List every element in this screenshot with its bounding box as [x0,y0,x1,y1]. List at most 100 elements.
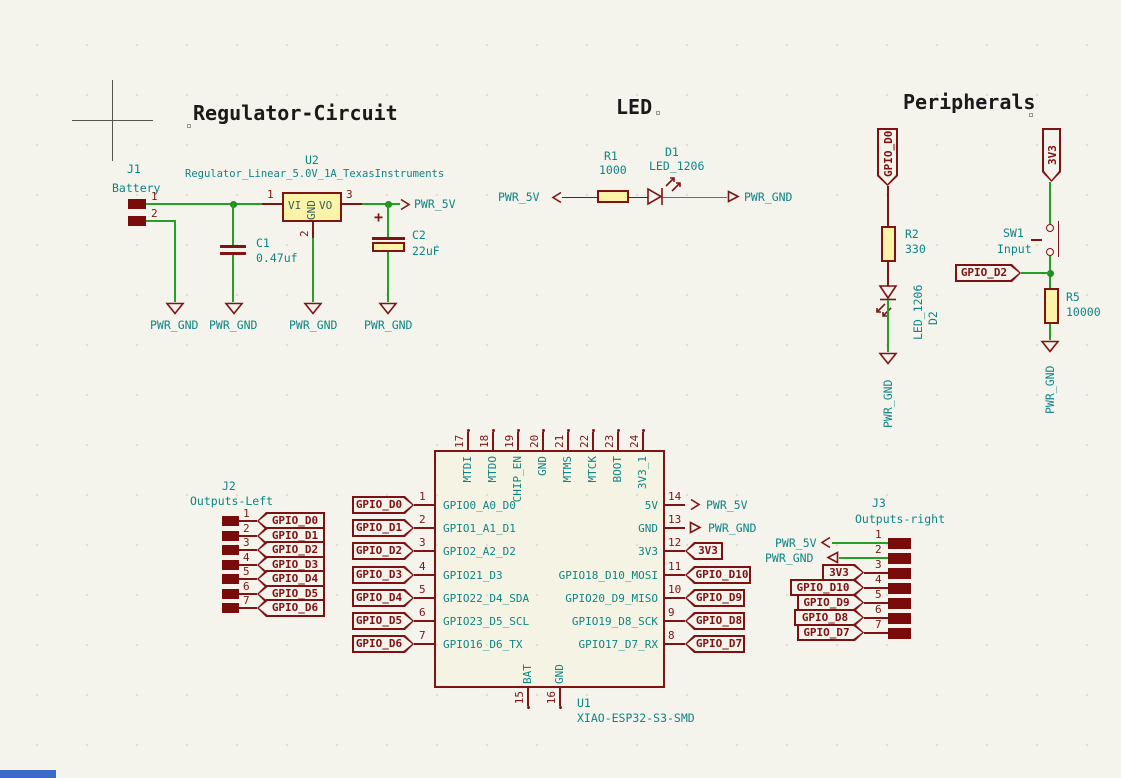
section-title-led[interactable]: LED [616,95,653,119]
u2-regulator-body[interactable] [282,192,342,222]
sw1-contact-top[interactable] [1046,224,1054,232]
net-label-pwrgnd-vertical[interactable]: PWR_GND [881,379,895,428]
net-label-pwrgnd-j3[interactable]: PWR_GND [765,551,814,565]
wire-u2-gnd-down[interactable] [312,238,314,302]
wire-r5-gnd[interactable] [1049,324,1051,340]
global-label-u1-right[interactable]: GPIO_D10 [685,566,751,584]
net-label-pwrgnd[interactable]: PWR_GND [364,318,413,332]
wire-r2-d2[interactable] [887,262,889,286]
wire-c2-bottom[interactable] [387,252,389,302]
r1-resistor-body[interactable] [597,190,629,203]
global-label-gpio-d0-vertical[interactable] [877,128,898,186]
d2-value-vertical[interactable]: LED_1206 [911,284,925,340]
u1-value[interactable]: XIAO-ESP32-S3-SMD [577,711,695,725]
j1-pin1-pad[interactable] [128,199,146,209]
r1-reference[interactable]: R1 [604,149,618,163]
r2-reference[interactable]: R2 [905,227,919,241]
r2-value[interactable]: 330 [905,242,926,256]
global-label-j2[interactable]: GPIO_D5 [257,585,325,603]
gnd-symbol[interactable] [878,352,898,365]
j2-pin-pad[interactable] [222,516,239,526]
net-label-pwrgnd[interactable]: PWR_GND [289,318,338,332]
wire-d2-gnd[interactable] [887,300,889,352]
wire-j1-to-u2[interactable] [146,203,263,205]
r5-value[interactable]: 10000 [1066,305,1101,319]
c2-reference[interactable]: C2 [412,228,426,242]
d2-led-symbol[interactable] [871,284,905,328]
wire-pwr5v-r1[interactable] [562,196,597,198]
j2-pin-pad[interactable] [222,589,239,599]
j2-pin-pad[interactable] [222,603,239,613]
global-label-j3[interactable]: 3V3 [822,564,864,581]
wire-c1-top[interactable] [232,203,234,246]
c1-reference[interactable]: C1 [256,236,270,250]
gnd-symbol[interactable] [378,302,398,315]
r1-value[interactable]: 1000 [599,163,627,177]
gnd-symbol[interactable] [1040,340,1060,353]
j2-pin-pad[interactable] [222,560,239,570]
c2-plate-bottom[interactable] [372,242,405,252]
global-label-u1-left[interactable]: GPIO_D4 [352,589,414,607]
global-label-j2[interactable]: GPIO_D1 [257,527,325,545]
global-label-j2[interactable]: GPIO_D4 [257,570,325,588]
wire-d1-gnd[interactable] [663,196,727,198]
j3-reference[interactable]: J3 [872,496,886,510]
j2-reference[interactable]: J2 [222,479,236,493]
net-label-pwrgnd-u1[interactable]: PWR_GND [708,521,757,535]
wire-gpiod2-junction[interactable] [1021,272,1050,274]
gnd-symbol[interactable] [303,302,323,315]
wire-j3-pin1[interactable] [832,542,888,544]
j1-value[interactable]: Battery [112,181,161,195]
global-label-j3[interactable]: GPIO_D9 [797,594,864,611]
global-label-u1-left[interactable]: GPIO_D5 [352,612,414,630]
global-label-j2[interactable]: GPIO_D2 [257,541,325,559]
global-label-j3[interactable]: GPIO_D10 [790,579,864,596]
r2-resistor-body[interactable] [881,226,896,262]
global-label-u1-left[interactable]: GPIO_D0 [352,496,414,514]
global-label-u1-right[interactable]: GPIO_D8 [685,612,745,630]
j3-value[interactable]: Outputs-right [855,512,946,526]
global-label-u1-right[interactable]: GPIO_D7 [685,635,745,653]
c1-plate-top[interactable] [220,245,246,248]
gnd-symbol[interactable] [165,302,185,315]
global-label-j2[interactable]: GPIO_D3 [257,556,325,574]
d2-reference-vertical[interactable]: D2 [926,311,940,325]
u2-value[interactable]: Regulator_Linear_5.0V_1A_TexasInstrument… [185,168,445,180]
c2-value[interactable]: 22uF [412,244,440,258]
net-label-pwr5v-regulator[interactable]: PWR_5V [414,197,456,211]
j2-pin-pad[interactable] [222,574,239,584]
j3-pin-pad[interactable] [888,553,911,564]
net-label-pwr5v-u1[interactable]: PWR_5V [706,498,748,512]
net-label-pwr5v-j3[interactable]: PWR_5V [775,536,817,550]
global-label-u1-right[interactable]: 3V3 [685,542,723,560]
u1-reference[interactable]: U1 [577,696,591,710]
wire-j3-pin2[interactable] [839,557,888,559]
d1-reference[interactable]: D1 [665,145,679,159]
global-label-u1-right[interactable]: GPIO_D9 [685,589,745,607]
j3-pin-pad[interactable] [888,538,911,549]
section-title-peripherals[interactable]: Peripherals [903,90,1036,114]
global-label-u1-left[interactable]: GPIO_D6 [352,635,414,653]
net-label-pwrgnd[interactable]: PWR_GND [150,318,199,332]
c1-value[interactable]: 0.47uf [256,251,298,265]
j1-reference[interactable]: J1 [127,162,141,176]
j1-pin2-pad[interactable] [128,216,146,226]
c2-plate-top[interactable] [372,237,405,240]
gnd-symbol[interactable] [224,302,244,315]
j3-pin-pad[interactable] [888,568,911,579]
sw1-reference[interactable]: SW1 [1003,226,1024,240]
global-label-j2[interactable]: GPIO_D6 [257,599,325,617]
global-label-gpio-d2[interactable]: GPIO_D2 [955,264,1021,282]
r5-reference[interactable]: R5 [1066,290,1080,304]
wire-d0-r2[interactable] [887,186,889,226]
wire-u2-out[interactable] [362,203,400,205]
net-label-pwrgnd-vertical[interactable]: PWR_GND [1043,365,1057,414]
sw1-value[interactable]: Input [997,242,1032,256]
d1-value[interactable]: LED_1206 [649,159,705,173]
j3-pin-pad[interactable] [888,598,911,609]
r5-resistor-body[interactable] [1044,288,1059,324]
j3-pin-pad[interactable] [888,613,911,624]
sw1-contact-bottom[interactable] [1046,248,1054,256]
net-label-pwrgnd-led[interactable]: PWR_GND [744,190,793,204]
